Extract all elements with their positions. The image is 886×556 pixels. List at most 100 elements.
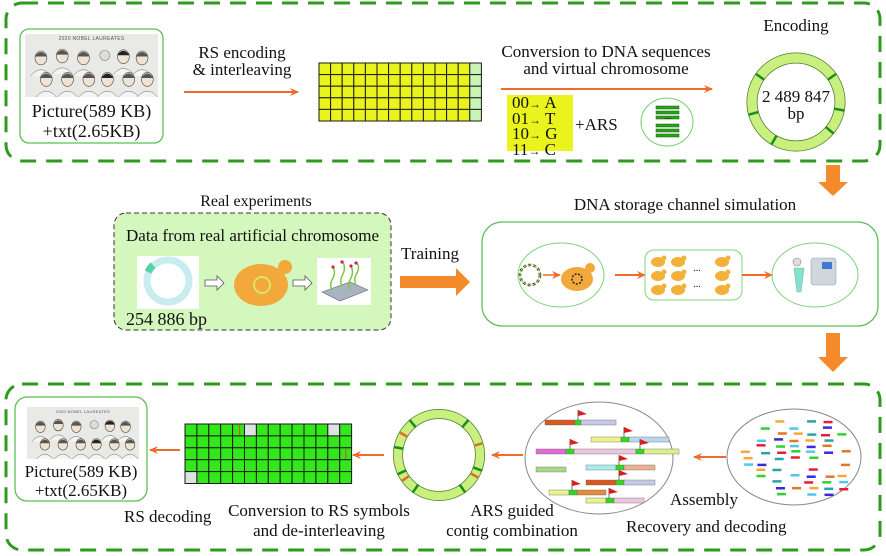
yeast-bud xyxy=(661,255,667,261)
read-fragment xyxy=(789,439,799,443)
yeast-colony xyxy=(715,285,729,295)
bit-mapping-table: 00→ A 01→ T 10→ G 11→ C xyxy=(512,94,574,158)
encoding-panel xyxy=(4,1,882,163)
real-experiments-title: Real experiments xyxy=(200,193,312,210)
rs-encoding-line1: RS encoding xyxy=(198,43,286,62)
matrix-cell xyxy=(388,97,401,110)
matrix-cell xyxy=(196,423,210,437)
real-chromosome-image xyxy=(137,256,199,309)
portrait-hair xyxy=(91,439,102,444)
read-fragment xyxy=(806,450,816,453)
contig-segment xyxy=(585,497,607,504)
portrait-body xyxy=(35,90,57,97)
matrix-cell xyxy=(255,435,269,449)
rs-decoding-label: RS decoding xyxy=(124,507,212,526)
matrix-cell xyxy=(279,435,293,449)
portrait-hair xyxy=(56,50,69,55)
contig-segment xyxy=(623,464,656,471)
contig-segment xyxy=(568,489,578,496)
portrait-body xyxy=(36,453,54,459)
matrix-cell xyxy=(469,108,482,122)
matrix-cell xyxy=(330,97,343,110)
read-fragment xyxy=(756,468,766,472)
matrix-cell xyxy=(446,85,459,99)
chromosome-size: 2 489 847 bp xyxy=(756,88,836,122)
read-fragment xyxy=(774,438,784,441)
matrix-cell xyxy=(315,423,329,437)
read-fragment xyxy=(839,487,849,491)
read-fragment xyxy=(744,463,754,466)
portrait-hair xyxy=(35,421,46,426)
read-fragment xyxy=(807,493,817,496)
contig-segment xyxy=(643,448,680,455)
ars-label: +ARS xyxy=(575,115,618,134)
read-fragment xyxy=(824,439,834,442)
yeast-colony xyxy=(671,271,685,281)
ars-marker xyxy=(458,483,467,494)
laureates-portraits xyxy=(31,419,139,459)
portrait-hair xyxy=(124,439,136,444)
real-box-title: Data from real artificial chromosome xyxy=(126,226,379,245)
read-fragment xyxy=(791,450,801,453)
matrix-cell xyxy=(318,74,332,87)
contig-segment xyxy=(535,448,567,455)
contig-segment xyxy=(635,448,645,455)
portrait-hair xyxy=(75,439,86,444)
ars-marker xyxy=(461,418,470,429)
read-fragment xyxy=(808,468,818,471)
output-caption-line2: +txt(2.65KB) xyxy=(34,481,128,500)
read-fragment xyxy=(757,463,767,467)
read-fragment xyxy=(837,474,847,478)
matrix-cell xyxy=(341,108,355,122)
matrix-cell xyxy=(255,471,269,485)
matrix-cell xyxy=(353,85,366,99)
read-fragment xyxy=(756,439,766,443)
portrait-hair xyxy=(135,52,149,57)
portrait-body xyxy=(118,90,140,97)
down-arrow-2 xyxy=(818,333,848,372)
matrix-cell xyxy=(327,447,341,461)
ars-flag-icon xyxy=(578,410,587,416)
yeast-bud xyxy=(725,283,731,289)
matrix-cell xyxy=(232,447,246,461)
contig-segment xyxy=(615,464,625,471)
matrix-cell xyxy=(411,108,424,122)
contig-segment xyxy=(576,489,607,496)
contig-segment xyxy=(580,419,617,426)
down-arrow-1 xyxy=(818,165,848,196)
read-fragment xyxy=(837,433,847,436)
contig-segment xyxy=(628,436,670,443)
matrix-cell xyxy=(376,74,390,87)
read-fragment xyxy=(825,475,835,478)
portrait-hair xyxy=(122,73,135,78)
matrix-cell xyxy=(291,471,305,485)
matrix-cell xyxy=(422,85,436,99)
matrix-cell xyxy=(303,423,317,437)
yeast-bud xyxy=(681,255,687,261)
contig-segment xyxy=(590,436,622,443)
matrix-cell xyxy=(364,62,378,76)
matrix-cell xyxy=(434,62,448,76)
matrix-cell xyxy=(220,447,234,461)
read-fragment xyxy=(841,450,851,453)
read-fragment xyxy=(806,475,816,478)
read-fragment xyxy=(776,492,786,496)
matrix-cell xyxy=(434,108,448,122)
assembly-ellipse xyxy=(524,401,674,515)
matrix-cell xyxy=(291,447,305,461)
training-label: Training xyxy=(401,244,459,263)
dna-conversion-line1: Conversion to DNA sequences xyxy=(501,42,711,61)
portrait-hair xyxy=(104,420,116,425)
matrix-cell xyxy=(315,459,329,473)
matrix-cell xyxy=(399,108,413,122)
matrix-cell xyxy=(388,108,401,122)
read-fragment xyxy=(809,486,819,490)
yeast-bud xyxy=(681,283,687,289)
ars-marker xyxy=(770,135,778,146)
read-fragment xyxy=(805,439,815,442)
read-fragment xyxy=(807,420,817,423)
matrix-cell xyxy=(318,85,332,99)
matrix-cell xyxy=(196,459,210,473)
read-fragment xyxy=(789,444,799,448)
portrait-body xyxy=(57,90,78,97)
